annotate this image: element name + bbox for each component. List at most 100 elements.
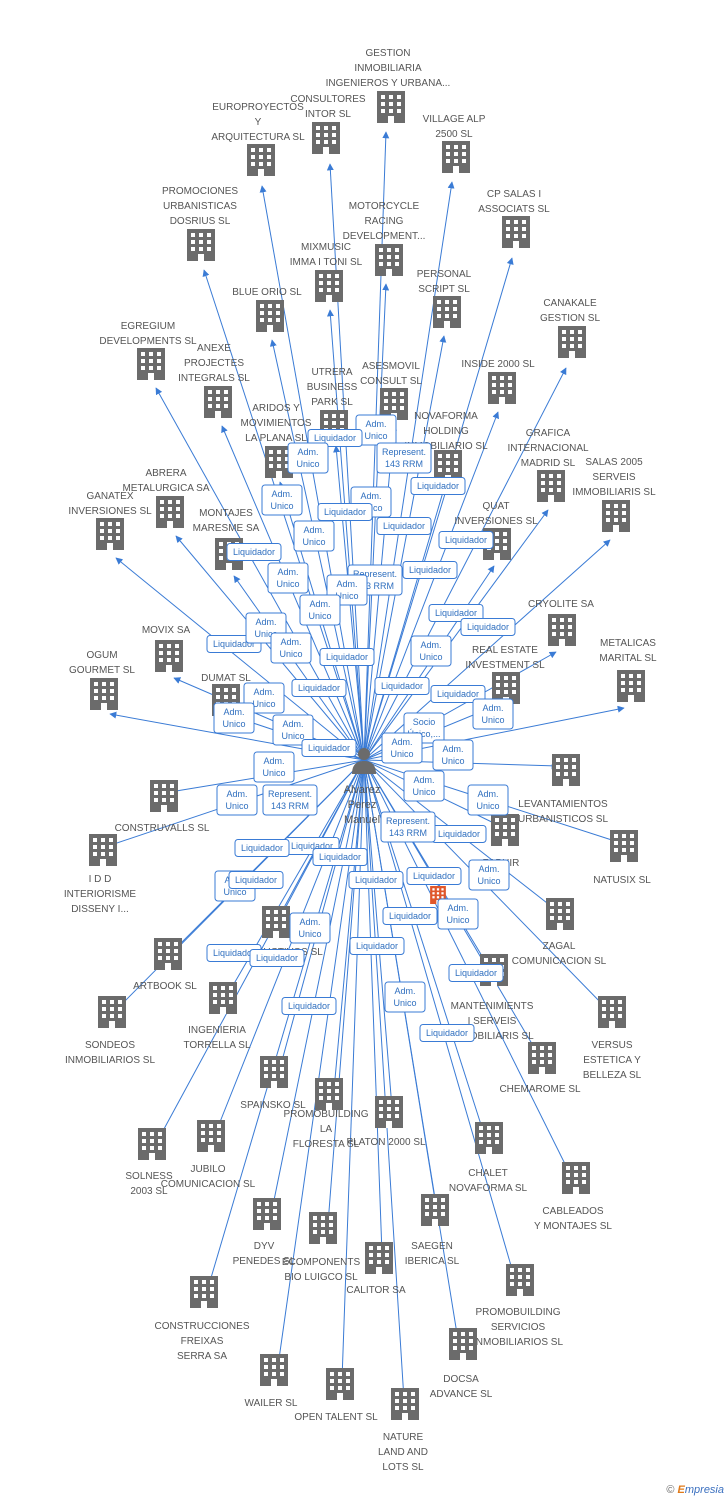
relation-label-24[interactable]: Liquidador: [291, 679, 347, 697]
relation-label-31[interactable]: Adm.Unico: [472, 698, 514, 730]
company-node-35[interactable]: ARTBOOK SL: [133, 938, 197, 992]
relation-label-58[interactable]: Liquidador: [419, 1024, 475, 1042]
company-node-33[interactable]: NATUSIX SL: [593, 830, 651, 886]
relation-label-51[interactable]: Adm.Unico: [437, 898, 479, 930]
relation-label-59[interactable]: Liquidador: [281, 997, 337, 1015]
relation-label-9[interactable]: Liquidador: [438, 531, 494, 549]
relation-label-33[interactable]: Adm.Unico: [432, 739, 474, 771]
relation-label-54[interactable]: Liquidador: [249, 949, 305, 967]
company-node-24[interactable]: CRYOLITE SA: [528, 599, 594, 646]
relation-label-42[interactable]: Adm.Unico: [403, 770, 445, 802]
relation-label-22[interactable]: Liquidador: [319, 648, 375, 666]
relation-label-28[interactable]: Adm.Unico: [272, 714, 314, 746]
relation-label-41[interactable]: Represent.143 RRM: [380, 811, 436, 843]
company-node-43[interactable]: SPAINSKO SL: [240, 1056, 306, 1111]
company-node-27[interactable]: DUMAT SL: [201, 673, 251, 716]
relation-label-2[interactable]: Represent.143 RRM: [376, 442, 432, 474]
company-node-15[interactable]: INSIDE 2000 SL: [461, 359, 535, 404]
relation-label-13[interactable]: Adm.Unico: [267, 562, 309, 594]
company-node-56[interactable]: WAILER SL: [245, 1354, 298, 1409]
relation-label-3[interactable]: Adm.Unico: [287, 442, 329, 474]
relation-label-39[interactable]: Adm.Unico: [467, 784, 509, 816]
relation-label-35[interactable]: Adm.Unico: [216, 784, 258, 816]
relation-label-0[interactable]: Adm.Unico: [355, 414, 397, 446]
company-node-42[interactable]: CHEMAROME SL: [499, 1042, 581, 1095]
relation-label-4[interactable]: Adm.Unico: [261, 484, 303, 516]
relation-label-49[interactable]: Liquidador: [348, 871, 404, 889]
relation-label-52[interactable]: Adm.Unico: [289, 912, 331, 944]
relation-label-40[interactable]: Liquidador: [431, 825, 487, 843]
relation-label-45[interactable]: Liquidador: [406, 867, 462, 885]
relation-label-55[interactable]: Liquidador: [349, 937, 405, 955]
company-node-45[interactable]: PLATON 2000 SL: [346, 1096, 426, 1148]
relation-label-27[interactable]: Liquidador: [430, 685, 486, 703]
company-node-9[interactable]: BLUE ORIO SL: [232, 287, 302, 332]
company-node-52[interactable]: CALITOR SA: [346, 1242, 406, 1296]
relation-label-32[interactable]: Adm.Unico: [381, 732, 423, 764]
relation-label-56[interactable]: Liquidador: [448, 964, 504, 982]
relation-label-21[interactable]: Adm.Unico: [270, 632, 312, 664]
relation-label-7[interactable]: Liquidador: [317, 503, 373, 521]
relation-label-50[interactable]: Liquidador: [382, 907, 438, 925]
relation-label-5[interactable]: Liquidador: [410, 477, 466, 495]
relation-label-10[interactable]: Adm.Unico: [293, 520, 335, 552]
relation-label-11[interactable]: Liquidador: [226, 543, 282, 561]
company-node-31[interactable]: CONSTRUVALLS SL: [115, 780, 210, 834]
relation-label-29[interactable]: Adm.Unico: [213, 702, 255, 734]
relation-label-43[interactable]: Adm.Unico: [468, 859, 510, 891]
relation-label-34[interactable]: Adm.Unico: [253, 751, 295, 783]
relation-label-16[interactable]: Liquidador: [428, 604, 484, 622]
relation-label-23[interactable]: Adm.Unico: [410, 635, 452, 667]
relation-label-38[interactable]: Liquidador: [301, 739, 357, 757]
relation-label-25[interactable]: Liquidador: [374, 677, 430, 695]
relation-label-48[interactable]: Liquidador: [228, 871, 284, 889]
company-node-25[interactable]: MOVIX SA: [142, 625, 191, 672]
relation-label-36[interactable]: Represent.143 RRM: [262, 784, 318, 816]
company-node-57[interactable]: OPEN TALENT SL: [294, 1368, 378, 1423]
